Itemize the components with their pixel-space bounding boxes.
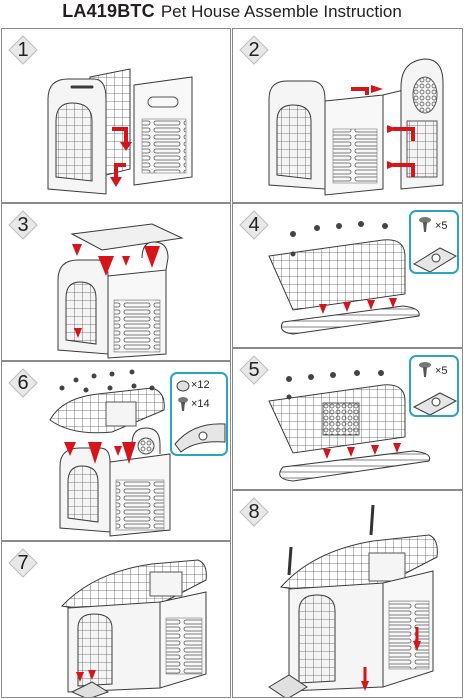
step-7-illustration [61,559,207,697]
cap-icon [176,380,190,392]
screw-inset: ×5 [409,210,459,274]
step-6-panel: 6 ×12 ×14 [1,361,231,541]
screw-icon [419,217,431,232]
step-number-badge [239,497,269,527]
step-4-panel: 4 ×5 [232,203,463,348]
step-2-number: 2 [248,39,260,61]
step-5-number: 5 [248,359,260,381]
step-2-panel: 2 [232,28,463,203]
step-1-illustration [47,68,193,195]
screw-icon [419,362,431,377]
step-number-badge [239,210,269,240]
hardware-inset: ×12 ×14 [170,372,228,456]
step-number-badge [8,368,38,398]
step-3-panel: 3 [1,203,231,361]
step-6-number: 6 [17,372,29,394]
step-8-illustration [268,504,438,697]
screw-quantity: ×14 [191,398,210,410]
part-detail-icon [412,392,458,415]
step-3-number: 3 [17,214,29,236]
screw-inset: ×5 [409,355,459,417]
step-4-number: 4 [248,214,260,236]
screw-icon [178,397,188,411]
step-2-illustration [268,58,444,196]
title-text: Pet House Assemble Instruction [160,2,402,21]
step-number-badge [8,548,38,578]
step-1-number: 1 [17,39,29,61]
document-title: LA419BTC Pet House Assemble Instruction [0,0,464,26]
step-8-number: 8 [248,501,260,523]
step-1-panel: 1 [1,28,231,203]
step-5-panel: 5 ×5 [232,348,463,490]
step-number-badge [8,35,38,65]
cap-quantity: ×12 [191,379,210,391]
step-8-panel: 8 [232,490,463,698]
model-number: LA419BTC [62,1,155,21]
step-4-illustration [268,221,420,335]
part-detail-icon [412,247,458,272]
step-5-illustration [268,370,431,482]
step-6-illustration [49,369,171,537]
screw-quantity: ×5 [435,365,448,377]
step-number-badge [8,210,38,240]
step-7-number: 7 [17,552,29,574]
part-detail-icon [174,423,226,453]
step-3-illustration [57,223,184,359]
step-7-panel: 7 [1,541,231,698]
screw-quantity: ×5 [435,220,448,232]
step-number-badge [239,355,269,385]
step-number-badge [239,35,269,65]
